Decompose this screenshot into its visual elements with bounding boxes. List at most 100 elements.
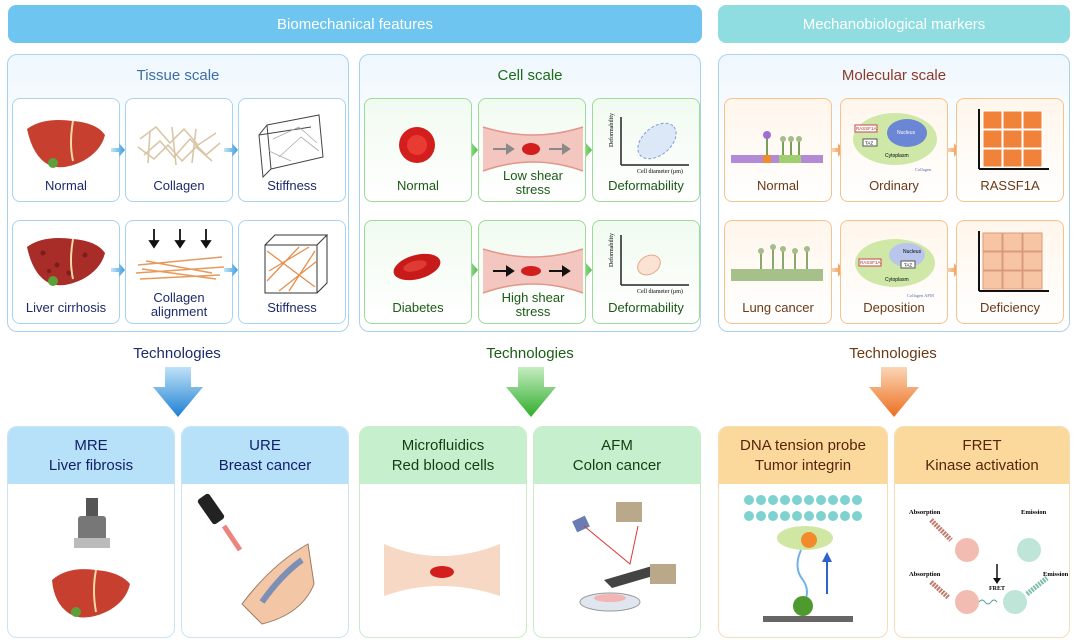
card-high-shear: High shear stress	[478, 220, 586, 324]
card-deposition: RASSF1A TAZ Nucleus Cytoplasm Collagen A…	[840, 220, 948, 324]
stiff-cube-icon	[264, 234, 329, 294]
svg-text:TAZ: TAZ	[904, 263, 912, 268]
label-high-shear-stress: High shear stress	[501, 290, 565, 319]
molecular-scale-title: Molecular scale	[841, 67, 947, 84]
tech-card-fret: FRET Kinase activation Absorption Emissi…	[894, 426, 1070, 638]
svg-text:Absorption: Absorption	[909, 571, 941, 578]
deformability-plot-icon: Deformability Cell diameter (μm)	[608, 233, 689, 295]
card-deformability-normal: Deformability Cell diameter (μm) Deforma…	[592, 98, 700, 202]
banner-mechanobiological: Mechanobiological markers	[718, 5, 1070, 43]
label-liver-cirrhosis: Liver cirrhosis	[25, 300, 107, 315]
grid-cell	[1002, 251, 1023, 271]
technologies-label-tissue: Technologies	[133, 345, 221, 362]
svg-text:Nucleus: Nucleus	[903, 249, 922, 255]
svg-text:Deformability: Deformability	[608, 113, 615, 147]
arrow-down-icon	[153, 367, 203, 417]
label-collagen: Collagen	[153, 178, 205, 193]
card-stiffness-cirrhosis: Stiffness	[238, 220, 346, 324]
vessel-low-shear-icon	[482, 126, 584, 172]
membrane-collagen-icon	[731, 244, 823, 281]
diabetic-rbc-icon	[393, 253, 441, 281]
dna-probe-integrin-icon	[744, 495, 862, 622]
card-stiffness-normal: Stiffness	[238, 98, 346, 202]
label-normal: Normal	[397, 178, 439, 193]
microfluidic-channel-icon	[384, 544, 500, 596]
card-normal-membrane: Normal	[724, 98, 832, 202]
tech-target: Colon cancer	[572, 457, 662, 474]
cell-nucleus-icon: RASSF1A TAZ Nucleus Cytoplasm Collagen A…	[855, 239, 935, 298]
deformability-plot-icon: Deformability Cell diameter (μm)	[608, 113, 689, 175]
svg-text:Collagen: Collagen	[915, 167, 932, 172]
technologies-label-molecular: Technologies	[849, 345, 937, 362]
label-lung-cancer: Lung cancer	[742, 300, 814, 315]
svg-text:TAZ: TAZ	[865, 141, 873, 146]
svg-text:Collagen AFM: Collagen AFM	[907, 293, 934, 298]
card-low-shear: Low shear stress	[478, 98, 586, 202]
fret-diagram-icon: Absorption Emission FRET Absorption Emis…	[909, 509, 1069, 614]
cirrhotic-liver-icon	[27, 238, 105, 286]
card-lung-cancer: Lung cancer	[724, 220, 832, 324]
liver-icon	[27, 120, 105, 168]
grid-cell	[982, 110, 1003, 130]
tech-target: Liver fibrosis	[48, 457, 134, 474]
grid-cell	[1022, 148, 1043, 168]
card-normal-liver: Normal	[12, 98, 120, 202]
svg-text:Emission: Emission	[1021, 509, 1047, 516]
tech-card-ure: URE Breast cancer	[181, 426, 349, 638]
svg-text:Cell diameter (μm): Cell diameter (μm)	[637, 168, 683, 175]
grid-cell	[982, 129, 1003, 149]
collagen-fibers-icon	[137, 125, 221, 166]
card-deformability-diabetes: Deformability Cell diameter (μm) Deforma…	[592, 220, 700, 324]
tech-target: Tumor integrin	[754, 457, 852, 474]
tech-name: DNA tension probe	[740, 437, 866, 454]
label-diabetes: Diabetes	[392, 300, 444, 315]
grid-cell	[1022, 110, 1043, 130]
technologies-label-cell: Technologies	[486, 345, 574, 362]
svg-text:RASSF1A: RASSF1A	[856, 126, 877, 131]
tech-card-microfluidics: Microfluidics Red blood cells	[359, 426, 527, 638]
cell-nucleus-icon: RASSF1A TAZ Nucleus Cytoplasm Collagen	[853, 113, 937, 172]
ultrasound-breast-icon	[197, 493, 315, 625]
grid-cell	[982, 148, 1003, 168]
cell-scale-title: Cell scale	[497, 67, 563, 84]
tech-target: Red blood cells	[391, 457, 495, 474]
card-collagen-alignment: Collagen alignment	[125, 220, 233, 324]
tech-name: FRET	[962, 437, 1002, 454]
label-stiffness: Stiffness	[267, 300, 317, 315]
stiffness-cube-icon	[258, 114, 324, 179]
tech-name: Microfluidics	[401, 437, 485, 454]
label-deformability: Deformability	[608, 178, 684, 193]
tissue-scale-title: Tissue scale	[136, 67, 220, 84]
afm-cantilever-icon	[572, 502, 676, 612]
tech-name: URE	[249, 437, 281, 454]
grid-cell	[982, 251, 1003, 271]
card-collagen: Collagen	[125, 98, 233, 202]
grid-cell	[1002, 148, 1023, 168]
aligned-collagen-icon	[135, 229, 225, 280]
label-collagen-alignment: Collagen alignment	[150, 290, 208, 319]
label-normal: Normal	[757, 178, 799, 193]
card-deficiency-grid: Deficiency	[956, 220, 1064, 324]
grid-cell	[1002, 129, 1023, 149]
svg-text:Deformability: Deformability	[608, 233, 615, 267]
label-deformability: Deformability	[608, 300, 684, 315]
grid-cell	[1022, 129, 1043, 149]
label-deficiency: Deficiency	[980, 300, 1040, 315]
arrow-down-icon	[506, 367, 556, 417]
label-rassf1a: RASSF1A	[980, 178, 1040, 193]
tech-card-dna-tension-probe: DNA tension probe Tumor integrin	[718, 426, 888, 638]
card-normal-rbc: Normal	[364, 98, 472, 202]
svg-text:Cell diameter (μm): Cell diameter (μm)	[637, 288, 683, 295]
grid-cell	[1002, 270, 1023, 290]
tech-name: AFM	[601, 437, 633, 454]
vessel-high-shear-icon	[482, 248, 584, 294]
grid-cell	[1002, 110, 1023, 130]
svg-text:Cytoplasm: Cytoplasm	[885, 153, 909, 159]
svg-text:Nucleus: Nucleus	[897, 130, 916, 136]
label-stiffness: Stiffness	[267, 178, 317, 193]
expression-grid-icon	[978, 231, 1049, 292]
grid-cell	[982, 232, 1003, 252]
card-ordinary: RASSF1A TAZ Nucleus Cytoplasm Collagen O…	[840, 98, 948, 202]
card-rassf1a-grid: RASSF1A	[956, 98, 1064, 202]
